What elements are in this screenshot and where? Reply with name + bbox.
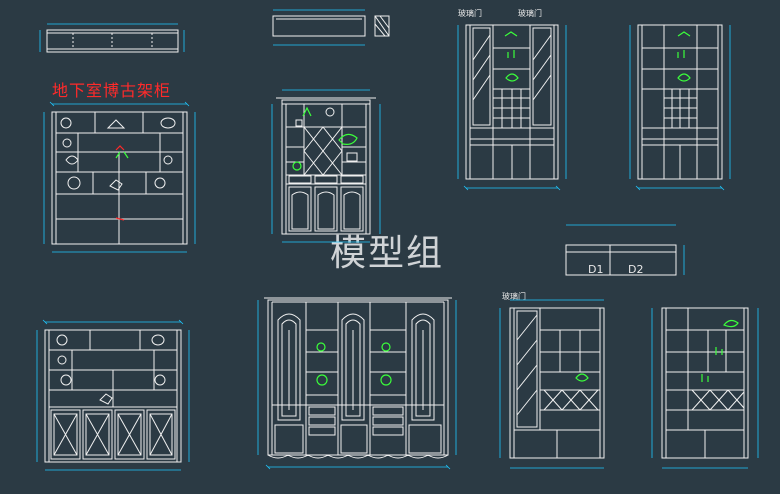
glass-door-label-1: 玻璃门 <box>458 9 482 18</box>
bottom-center-elevation <box>264 297 452 459</box>
left-elevation-2 <box>44 329 182 463</box>
right-elevation-a <box>465 24 559 180</box>
glass-door-label-3: 玻璃门 <box>502 292 526 301</box>
watermark: 模型组 <box>330 233 445 274</box>
top-center-plan <box>272 15 390 37</box>
section-label-d1: D1 <box>588 263 604 276</box>
section-label-d2: D2 <box>628 263 644 276</box>
right-elevation-b <box>637 24 723 180</box>
glass-door-label-2: 玻璃门 <box>518 9 542 18</box>
red-marks <box>115 145 125 221</box>
bottom-right-elevation-b <box>661 307 749 459</box>
center-elevation <box>276 97 376 235</box>
bottom-right-elevation-a <box>509 307 605 459</box>
decor-objects <box>115 31 739 386</box>
top-plan-view <box>46 29 179 53</box>
left-elevation-1 <box>51 111 188 245</box>
drawing-title: 地下室博古架柜 <box>52 81 172 100</box>
dimension-lines <box>36 9 759 471</box>
dimension-ticks <box>42 101 725 470</box>
d1-d2-plan <box>565 244 677 276</box>
